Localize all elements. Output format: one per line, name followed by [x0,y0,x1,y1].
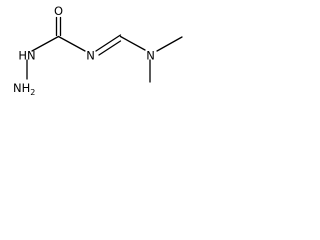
atom-terminal-nh2-subscript: 2 [30,88,35,97]
bond-imine-n-ch-2 [98,40,122,56]
chemical-structure-diagram: O HN NH2 N N [13,4,183,97]
bond-ch-dimethylamino-n [119,35,146,51]
atom-hydrazine-nh: HN [18,49,35,63]
atom-terminal-nh2-main: NH [13,81,30,95]
bond-carbonyl-c-imine-n [57,35,86,52]
bond-carbonyl-c-nh [31,35,60,52]
bond-n-methyl-right [156,36,183,52]
atom-dimethylamino-n: N [146,49,155,63]
bond-imine-n-ch-1 [95,34,122,52]
atom-terminal-nh2: NH2 [13,81,35,97]
atom-carbonyl-oxygen: O [54,4,63,18]
atom-imine-n: N [86,49,95,63]
